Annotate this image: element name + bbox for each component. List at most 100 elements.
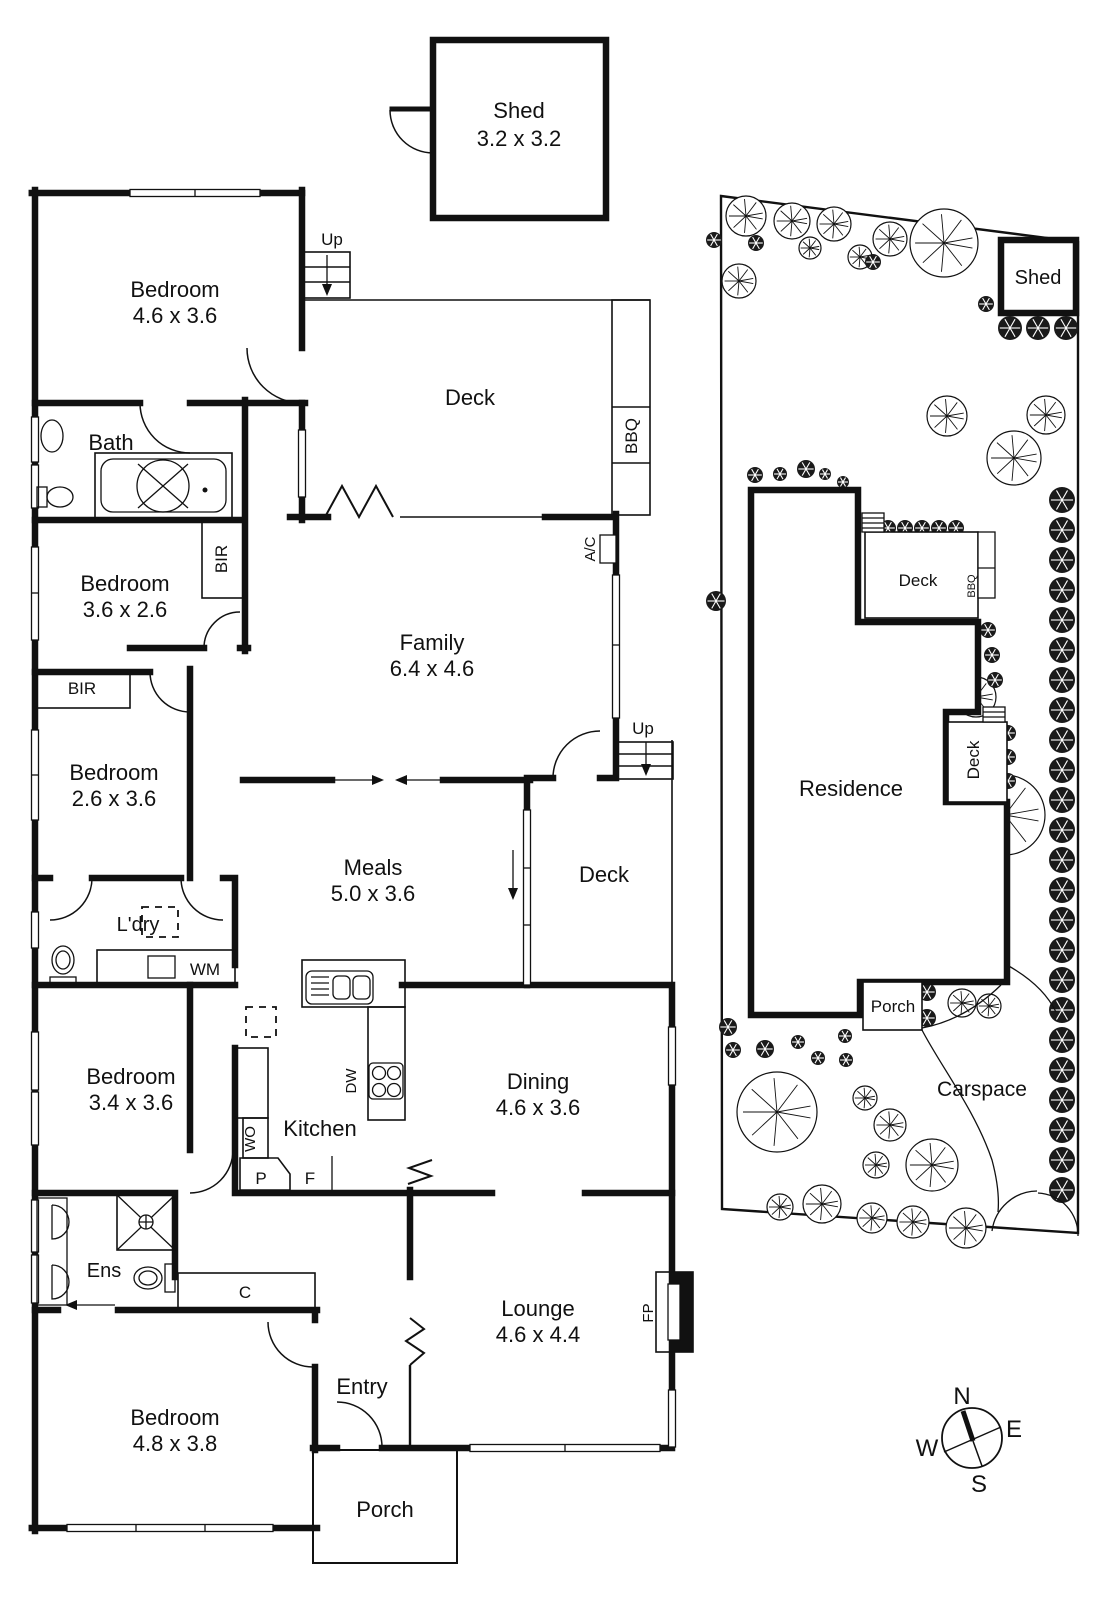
washing-machine bbox=[147, 955, 176, 979]
site-deck-lower bbox=[947, 721, 1008, 803]
site-deck-lower-stairs bbox=[982, 706, 1006, 723]
bedroom3-label: Bedroom bbox=[69, 760, 158, 785]
sink-drainer bbox=[311, 976, 329, 996]
kitchen-label: Kitchen bbox=[283, 1116, 356, 1141]
residence-footprint bbox=[747, 486, 1011, 1019]
stairs-mid: Up bbox=[617, 719, 674, 780]
bbq-bench-dividers bbox=[612, 406, 650, 464]
deck-top-label: Deck bbox=[445, 385, 496, 410]
shower-drain-cross bbox=[139, 1215, 153, 1229]
wm-label: WM bbox=[190, 960, 220, 979]
hall-kitchen-walls bbox=[31, 981, 676, 1281]
shed-outbuilding: Shed 3.2 x 3.2 bbox=[389, 36, 610, 222]
family-meals-walls bbox=[239, 510, 620, 989]
bedroom4-dims: 3.4 x 3.6 bbox=[89, 1090, 173, 1115]
trees-layer bbox=[706, 195, 1078, 1249]
bedroom2-door-arc bbox=[203, 611, 241, 649]
bedroom5-dims: 4.8 x 3.8 bbox=[133, 1431, 217, 1456]
bath-basin bbox=[40, 419, 64, 453]
laundry-walls bbox=[31, 874, 239, 989]
bbq-label: BBQ bbox=[622, 418, 641, 454]
entry-label: Entry bbox=[336, 1374, 387, 1399]
wo-label: WO bbox=[242, 1126, 259, 1152]
fridge-label: F bbox=[305, 1169, 315, 1188]
stairs-top-arrowhead bbox=[322, 284, 332, 296]
garden-bed-curve bbox=[921, 984, 1002, 1029]
laundry-toilet-inner bbox=[55, 950, 71, 970]
shower bbox=[116, 1194, 176, 1251]
stairs-top-up-label: Up bbox=[321, 230, 343, 249]
bedroom5-entry-walls bbox=[31, 1306, 321, 1454]
laundry-toilet bbox=[51, 945, 75, 975]
stairs-mid-arrowhead bbox=[641, 764, 651, 776]
family-dims: 6.4 x 4.6 bbox=[390, 656, 474, 681]
bathtub bbox=[94, 452, 233, 519]
laundry-bench bbox=[96, 949, 236, 986]
kitchen-dashed-unit bbox=[245, 1006, 277, 1038]
ac-unit bbox=[599, 534, 617, 564]
ensuite-vanity bbox=[36, 1197, 68, 1306]
bath-door-arc bbox=[139, 402, 191, 454]
sink-bowl-1 bbox=[332, 975, 351, 1000]
bathtub-cross bbox=[137, 463, 189, 509]
bedroom1-door-arc bbox=[246, 347, 303, 404]
dining-lounge-walls bbox=[309, 981, 676, 1452]
bir2-label: BIR bbox=[68, 679, 96, 698]
bedroom3-door-arc bbox=[149, 671, 191, 713]
site-shed bbox=[997, 236, 1080, 317]
bath-toilet bbox=[46, 486, 74, 508]
kitchen-bench-top bbox=[301, 959, 406, 1008]
cooktop bbox=[368, 1062, 404, 1100]
site-plan: Shed Deck BBQ Residence Deck Porch Carsp… bbox=[706, 194, 1080, 1498]
bir1-label: BIR bbox=[212, 545, 231, 573]
shed-label: Shed bbox=[493, 98, 544, 123]
site-deck-upper bbox=[864, 531, 979, 619]
meals-dims: 5.0 x 3.6 bbox=[331, 881, 415, 906]
compass-s: S bbox=[971, 1471, 987, 1498]
bedroom1-dims: 4.6 x 3.6 bbox=[133, 303, 217, 328]
sink-bowl-2 bbox=[352, 975, 371, 1000]
shed-dims: 3.2 x 3.2 bbox=[477, 126, 561, 151]
laundry-door-arc-left bbox=[49, 877, 93, 921]
ensuite-toilet-tank bbox=[164, 1263, 176, 1293]
fireplace-outline bbox=[655, 1271, 694, 1353]
site-deck-upper-stairs bbox=[861, 512, 885, 533]
compass-e: E bbox=[1006, 1416, 1022, 1443]
bath-walls bbox=[31, 396, 309, 655]
laundry-door-arc-right bbox=[180, 877, 224, 921]
laundry-label: L'dry bbox=[117, 914, 160, 936]
bedroom5-label: Bedroom bbox=[130, 1405, 219, 1430]
dw-label: DW bbox=[343, 1068, 360, 1094]
compass-needle-north bbox=[960, 1410, 976, 1442]
site-porch-label: Porch bbox=[871, 997, 915, 1016]
gate-arcs bbox=[991, 1190, 1079, 1237]
ensuite-basins bbox=[51, 1204, 70, 1300]
bedroom4-door-arc bbox=[189, 1149, 234, 1194]
stairs-mid-up-label: Up bbox=[632, 719, 654, 738]
cupboard-c bbox=[177, 1272, 316, 1309]
bir-closet-1 bbox=[201, 519, 244, 599]
lounge-dims: 4.6 x 4.4 bbox=[496, 1322, 580, 1347]
room-labels: Bedroom 4.6 x 3.6 Deck Bath Bedroom 3.6 … bbox=[69, 277, 630, 1522]
marker-labels: BBQ BIR A/C BIR DW WO P F FP bbox=[68, 418, 657, 1323]
driveway-curve bbox=[921, 1029, 1000, 1213]
exterior-walls-left bbox=[28, 186, 321, 1535]
compass: N E W S bbox=[916, 1383, 1022, 1498]
fixtures bbox=[36, 419, 694, 1564]
pantry-label: P bbox=[255, 1169, 266, 1188]
ensuite-toilet-inner bbox=[138, 1270, 158, 1286]
site-deck-upper-label: Deck bbox=[899, 571, 938, 590]
site-bbq-bench bbox=[977, 531, 996, 599]
shed-walls bbox=[429, 36, 610, 222]
compass-axis-we bbox=[943, 1426, 1002, 1453]
site-residence-label: Residence bbox=[799, 776, 903, 801]
site-porch bbox=[862, 981, 923, 1031]
porch-label: Porch bbox=[356, 1497, 413, 1522]
kitchen-corner-zigzag bbox=[406, 1159, 434, 1185]
compass-w: W bbox=[916, 1435, 939, 1462]
kitchen-bench-arm bbox=[367, 1006, 406, 1121]
bathtub-drain bbox=[202, 487, 208, 493]
kitchen-sink bbox=[305, 970, 374, 1005]
